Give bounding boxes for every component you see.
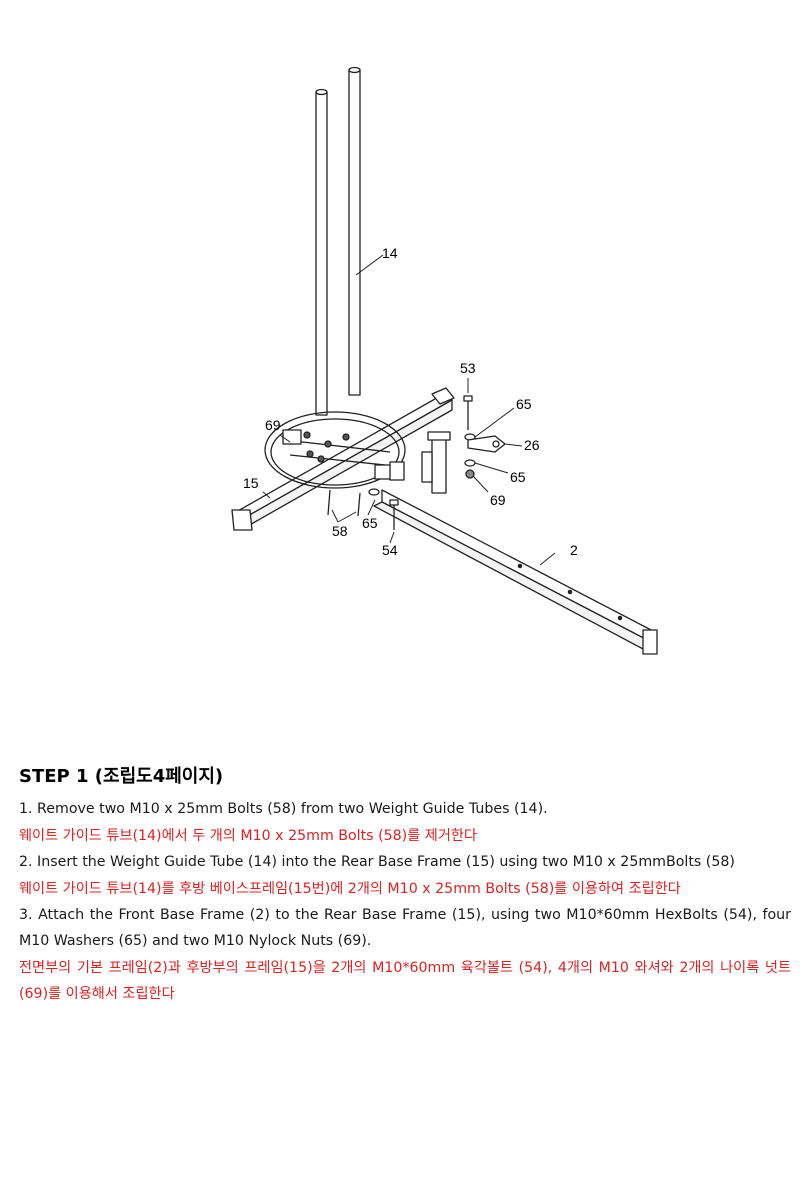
step1-korean: 웨이트 가이드 튜브(14)에서 두 개의 M10 x 25mm Bolts (… <box>19 827 477 844</box>
assembly-diagram: 14 53 65 26 65 69 69 15 58 65 54 2 <box>150 60 730 660</box>
ring-nuts <box>303 431 350 463</box>
part-label-53: 53 <box>460 360 476 376</box>
part-label-14: 14 <box>382 245 398 261</box>
step1-english: 1. Remove two M10 x 25mm Bolts (58) from… <box>19 801 548 818</box>
bolt-58-a <box>327 489 331 516</box>
part-label-65-lower: 65 <box>510 469 526 485</box>
step2-english: 2. Insert the Weight Guide Tube (14) int… <box>19 854 735 871</box>
bolt-53 <box>463 395 473 430</box>
part-label-26: 26 <box>524 437 540 453</box>
part-label-65-left: 65 <box>362 515 378 531</box>
front-base-frame <box>373 489 658 655</box>
washer-65-left <box>368 488 380 496</box>
part-label-2: 2 <box>570 542 578 558</box>
handle-26 <box>467 435 506 453</box>
washer-65-lower <box>464 459 476 467</box>
bolt-58-b <box>357 492 361 517</box>
instructions-section: STEP 1 (조립도4페이지) 1. Remove two M10 x 25m… <box>19 765 791 1008</box>
weight-guide-tube-right <box>348 66 361 396</box>
part-label-15: 15 <box>243 475 259 491</box>
leader-lines <box>262 254 556 566</box>
part-label-58: 58 <box>332 523 348 539</box>
part-label-54: 54 <box>382 542 398 558</box>
step2-korean: 웨이트 가이드 튜브(14)를 후방 베이스프레임(15번)에 2개의 M10 … <box>19 880 681 897</box>
upright-bracket <box>421 431 451 494</box>
nut-69-right <box>465 469 475 479</box>
weight-guide-tube-left <box>315 88 328 416</box>
bolt-54 <box>389 499 399 530</box>
rear-base-frame <box>231 387 455 531</box>
part-label-69-right: 69 <box>490 492 506 508</box>
part-label-69-left: 69 <box>265 417 281 433</box>
step3-english: 3. Attach the Front Base Frame (2) to th… <box>19 907 791 950</box>
part-label-65-upper: 65 <box>516 396 532 412</box>
step3-korean: 전면부의 기본 프레임(2)과 후방부의 프레임(15)을 2개의 M10*60… <box>19 959 791 1003</box>
step-title: STEP 1 (조립도4페이지) <box>19 766 224 787</box>
